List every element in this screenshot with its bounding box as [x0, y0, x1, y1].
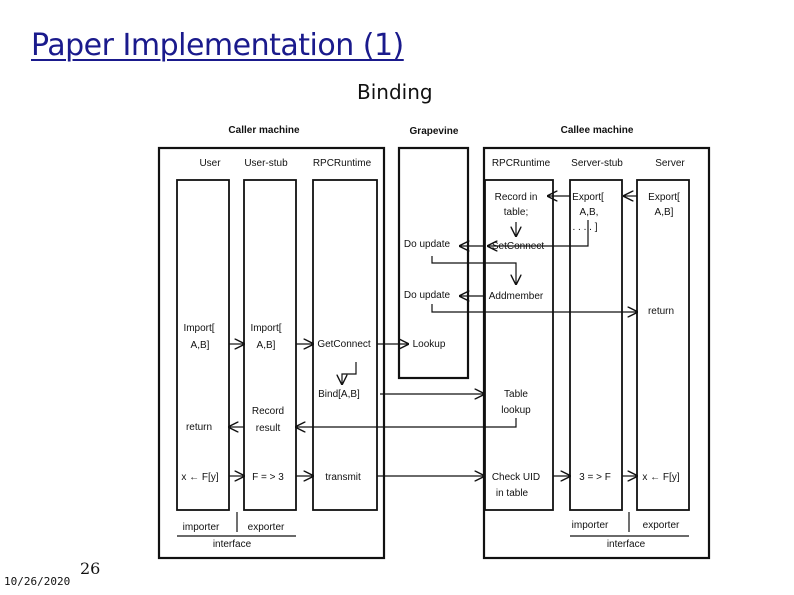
doupdate-to-return-arrow: [431, 304, 637, 312]
server-stub-lane: [569, 179, 623, 511]
transmit-label: transmit: [325, 472, 361, 483]
callee-machine-header: Callee machine: [561, 125, 634, 136]
slide-date: 10/26/2020: [4, 575, 71, 588]
column-rpc-runtime-callee: RPCRuntime: [492, 158, 551, 169]
record-result-label: Record: [252, 406, 284, 417]
rpc-runtime-callee-lane: [484, 179, 554, 511]
bind-label: Bind[A,B]: [318, 389, 360, 400]
f-3-label: F = > 3: [252, 472, 284, 483]
do-update-label-2: Do update: [404, 290, 451, 301]
record-result-label-2: result: [256, 423, 281, 434]
export-server-label-2: A,B]: [655, 207, 674, 218]
get-connect-label: GetConnect: [317, 339, 371, 350]
caller-machine-header: Caller machine: [228, 125, 300, 136]
return-server-label: return: [648, 306, 674, 317]
interface-callee-label: interface: [607, 539, 646, 550]
exporter-caller-label: exporter: [248, 522, 285, 533]
grapevine-header: Grapevine: [410, 126, 459, 137]
server-lane: [636, 179, 690, 511]
export-stub-label: Export[: [572, 192, 604, 203]
export-stub-label-3: . . . . ]: [572, 222, 597, 233]
lookup-label: Lookup: [413, 339, 446, 350]
check-uid-label: Check UID: [492, 472, 540, 483]
exporter-callee-label: exporter: [643, 520, 680, 531]
import-user-label: Import[: [183, 323, 214, 334]
record-in-table-label-2: table;: [504, 207, 528, 218]
column-server-stub: Server-stub: [571, 158, 623, 169]
column-rpc-runtime-caller: RPCRuntime: [313, 158, 372, 169]
table-lookup-label-2: lookup: [501, 405, 531, 416]
user-stub-lane: [243, 179, 297, 511]
export-to-setconnect-arrow: [488, 220, 589, 246]
add-member-label: Addmember: [489, 291, 544, 302]
record-in-table-label: Record in: [495, 192, 538, 203]
three-f-label: 3 = > F: [579, 472, 611, 483]
column-user-stub: User-stub: [244, 158, 288, 169]
doupdate-to-addmember-arrow: [431, 256, 516, 284]
check-uid-label-2: in table: [496, 488, 529, 499]
slide-subtitle: Binding: [357, 80, 433, 104]
rpc-runtime-caller-lane: [312, 179, 378, 511]
lookup-to-bind-arrow: [342, 362, 357, 384]
column-server: Server: [655, 158, 685, 169]
table-lookup-label: Table: [504, 389, 528, 400]
return-user-label: return: [186, 422, 212, 433]
table-lookup-to-record-result-arrow: [296, 418, 517, 427]
export-stub-label-2: A,B,: [580, 207, 599, 218]
column-user: User: [199, 158, 221, 169]
slide-title: Paper Implementation (1): [31, 28, 404, 63]
import-stub-label: Import[: [250, 323, 281, 334]
interface-caller-label: interface: [213, 539, 252, 550]
user-lane: [176, 179, 230, 511]
import-stub-label-2: A,B]: [257, 340, 276, 351]
import-user-label-2: A,B]: [191, 340, 210, 351]
importer-caller-label: importer: [183, 522, 220, 533]
do-update-label-1: Do update: [404, 239, 451, 250]
slide-page-number: 26: [80, 559, 101, 578]
importer-callee-label: importer: [572, 520, 609, 531]
export-server-label: Export[: [648, 192, 680, 203]
x-fy-user-label: x ← F[y]: [181, 472, 218, 483]
x-fy-server-label: x ← F[y]: [642, 472, 679, 483]
